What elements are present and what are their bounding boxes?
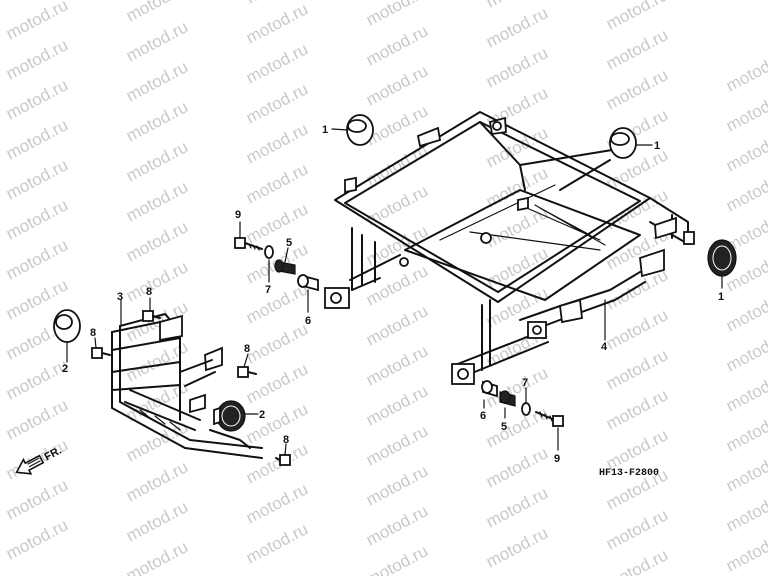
reflector-1-top-right (609, 127, 637, 159)
mount-hardware-left (234, 237, 319, 292)
front-guard-assembly (111, 313, 263, 459)
watermark-text: motod.ru (723, 407, 768, 455)
watermark-text: motod.ru (723, 47, 768, 95)
callout-9: 9 (554, 453, 560, 465)
watermark-layer: motod.rumotod.rumotod.rumotod.rumotod.ru… (3, 0, 768, 576)
watermark-text: motod.ru (723, 167, 768, 215)
callout-5: 5 (501, 421, 507, 433)
watermark-text: motod.ru (723, 327, 768, 375)
mount-hardware-right (481, 380, 564, 427)
bolt-8-top (142, 310, 161, 322)
callout-8: 8 (244, 343, 250, 355)
reflector-2-left (53, 309, 81, 343)
watermark-text: motod.ru (723, 447, 768, 495)
watermark-text: motod.ru (723, 527, 768, 575)
reflector-1-right (707, 239, 737, 277)
callout-8: 8 (283, 434, 289, 446)
callout-1: 1 (322, 124, 328, 136)
callout-7: 7 (522, 377, 528, 389)
callout-4: 4 (601, 341, 608, 353)
diagram-code: HF13-F2800 (599, 468, 659, 479)
callout-1: 1 (654, 140, 660, 152)
leader-lines (66, 128, 723, 456)
watermark-text: motod.ru (723, 287, 768, 335)
callout-8: 8 (146, 286, 152, 298)
watermark-text: motod.ru (723, 127, 768, 175)
rear-carrier-frame (324, 111, 695, 385)
callout-5: 5 (286, 237, 292, 249)
callout-8: 8 (90, 327, 96, 339)
callout-6: 6 (305, 315, 311, 327)
callout-7: 7 (265, 284, 271, 296)
bolt-8-left (91, 347, 111, 359)
callout-2: 2 (62, 363, 68, 375)
watermark-text: motod.ru (723, 367, 768, 415)
callout-2: 2 (259, 409, 265, 421)
callout-9: 9 (235, 209, 241, 221)
bolt-8-middle (237, 366, 257, 378)
callout-1: 1 (718, 291, 724, 303)
reflector-1-top-left (346, 114, 374, 146)
callout-3: 3 (117, 291, 123, 303)
callouts: 1 1 1 2 2 3 4 5 5 6 6 7 7 8 8 8 8 9 9 (62, 124, 724, 465)
watermark-text: motod.ru (723, 487, 768, 535)
callout-6: 6 (480, 410, 486, 422)
reflector-2-right (213, 400, 246, 432)
watermark-text: motod.ru (723, 87, 768, 135)
